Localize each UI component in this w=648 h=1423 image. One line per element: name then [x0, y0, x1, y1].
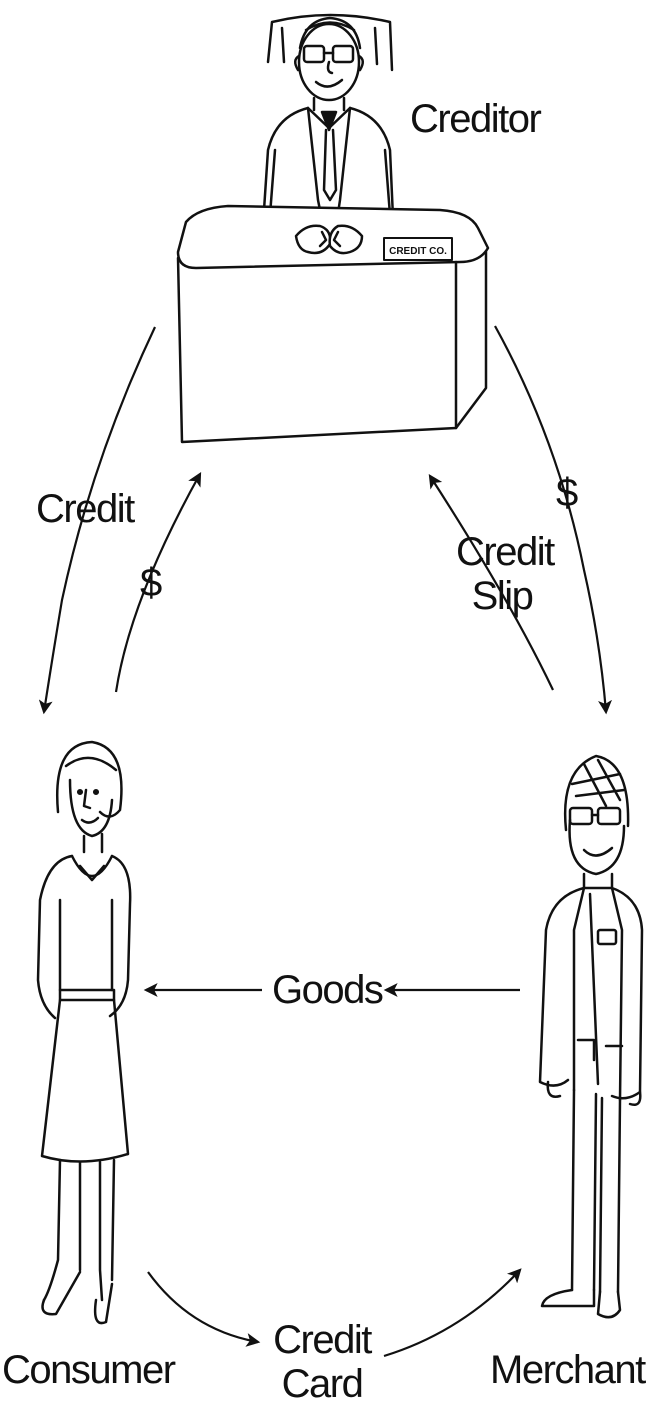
consumer-illustration	[38, 742, 130, 1323]
consumer-label: Consumer	[2, 1348, 175, 1392]
credit-card-line-1: Credit	[270, 1318, 374, 1362]
desk-sign: CREDIT CO.	[389, 246, 447, 257]
payment-to-merchant-label: $	[556, 471, 577, 515]
creditor-label: Creditor	[410, 97, 540, 141]
desk-illustration	[178, 206, 488, 442]
merchant-illustration	[540, 756, 642, 1317]
credit-slip-line-2: Slip	[456, 574, 548, 618]
arrow-card-to-merchant-right	[384, 1270, 520, 1356]
credit-slip-line-1: Credit	[456, 530, 548, 574]
goods-label: Goods	[272, 968, 382, 1012]
credit-card-label: Credit Card	[270, 1318, 374, 1406]
payment-to-creditor-label: $	[140, 561, 161, 605]
arrow-payment-to-merchant	[495, 326, 606, 712]
credit-card-line-2: Card	[270, 1362, 374, 1406]
credit-slip-label: Credit Slip	[456, 530, 548, 618]
credit-flow-label: Credit	[36, 487, 134, 531]
merchant-label: Merchant	[490, 1348, 645, 1392]
arrow-card-to-merchant-left	[148, 1272, 258, 1342]
